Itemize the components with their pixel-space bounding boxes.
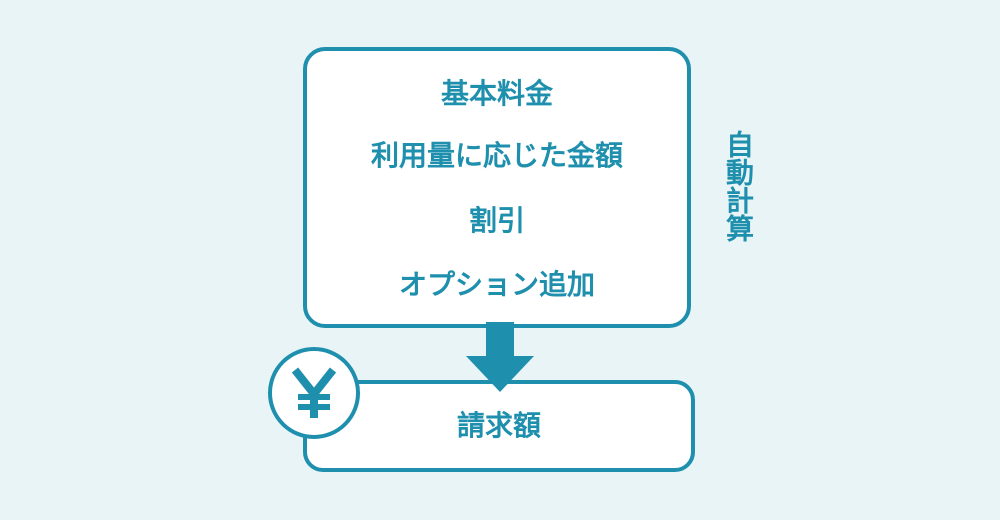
billing-amount-label: 請求額 — [456, 409, 541, 442]
charge-components-box: 基本料金 利用量に応じた金額 割引 オプション追加 — [303, 47, 691, 328]
item-usage-based-amount: 利用量に応じた金額 — [370, 139, 623, 172]
item-discount: 割引 — [468, 204, 525, 237]
auto-calculation-label: 自動計算 — [722, 130, 755, 242]
yen-icon — [268, 347, 360, 439]
item-basic-fee: 基本料金 — [440, 77, 553, 110]
item-option-addition: オプション追加 — [398, 268, 595, 301]
arrow-down-icon — [466, 322, 534, 392]
